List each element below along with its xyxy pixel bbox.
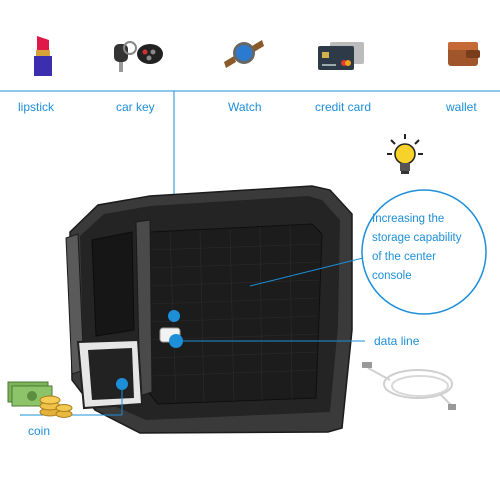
callout-line-1: Increasing the — [372, 213, 445, 225]
label-data-line: data line — [374, 334, 420, 348]
label-lipstick: lipstick — [18, 100, 55, 114]
label-watch: Watch — [228, 100, 262, 114]
label-car-key: car key — [116, 100, 155, 114]
callout-text: Increasing the storage capability of the… — [372, 210, 480, 286]
coins-icon — [7, 381, 73, 418]
car-key-icon — [114, 41, 163, 72]
callout-line — [249, 257, 364, 287]
label-credit-card: credit card — [315, 100, 372, 114]
credit-card-icon — [318, 42, 364, 70]
usb-cable-icon — [362, 362, 456, 410]
watch-icon — [224, 40, 264, 68]
callout-circle — [361, 189, 487, 315]
data-line-marker-dot — [169, 334, 183, 348]
callout-line-3: of the center — [372, 251, 436, 263]
label-coin: coin — [28, 424, 51, 438]
callout-line-4: console — [372, 270, 412, 282]
light-bulb-icon — [387, 134, 423, 174]
callout-line-2: storage capability — [372, 232, 462, 244]
storage-marker-dot — [168, 310, 180, 322]
coin-marker-dot — [116, 378, 128, 390]
lipstick-icon — [34, 36, 52, 76]
console-tray — [65, 185, 353, 434]
wallet-icon — [448, 42, 480, 66]
label-wallet: wallet — [446, 100, 477, 114]
